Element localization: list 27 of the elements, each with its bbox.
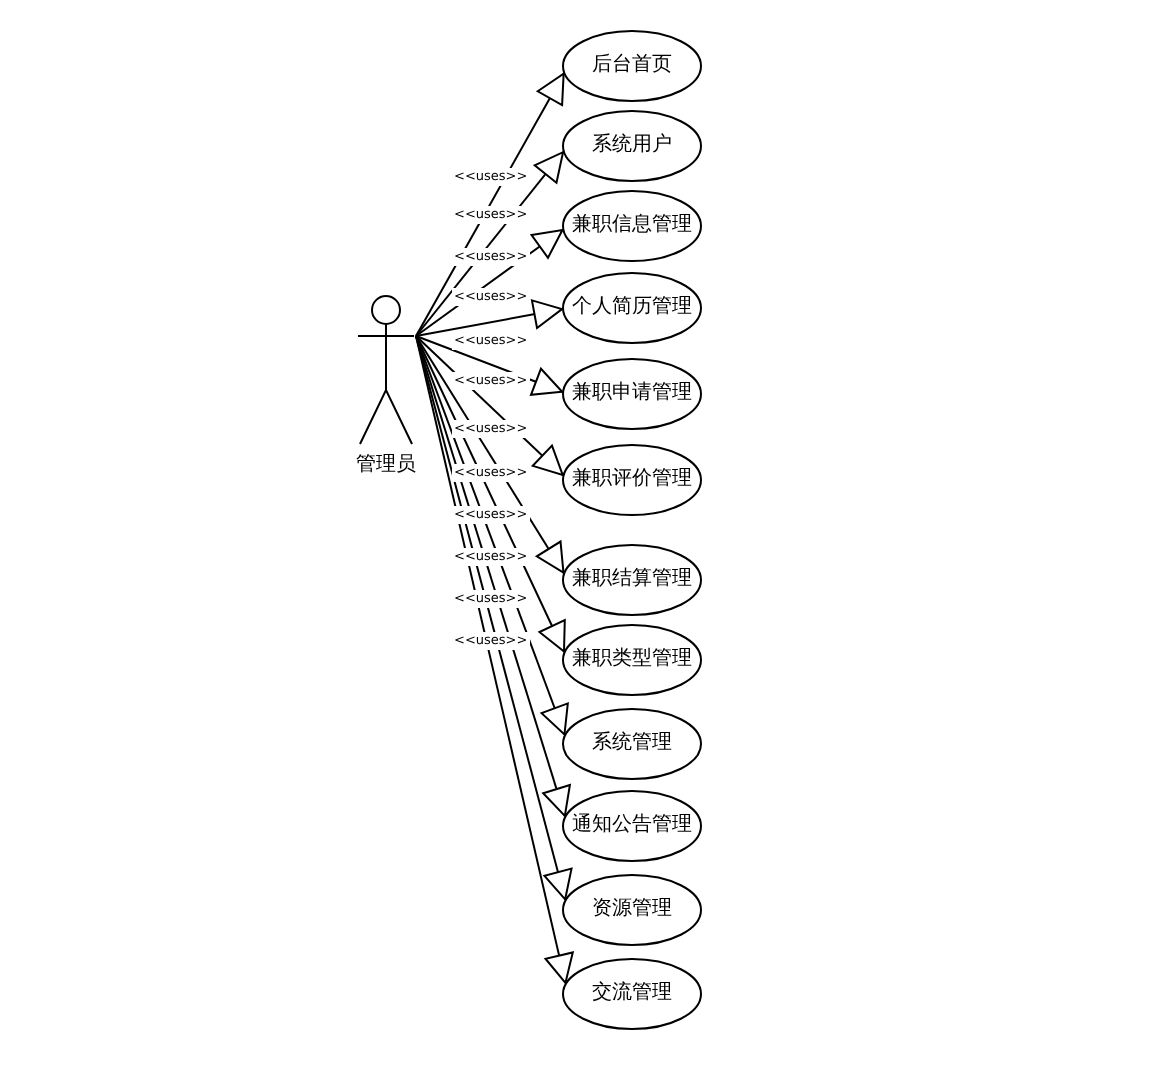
use-case-ellipse — [562, 272, 702, 344]
use-case-label: 个人简历管理 — [570, 296, 694, 320]
use-case-ellipse — [562, 874, 702, 946]
use-case-ellipse — [562, 624, 702, 696]
use-case-ellipse — [562, 358, 702, 430]
use-case-label: 兼职申请管理 — [570, 382, 694, 406]
actor-label: 管理员 — [356, 454, 416, 478]
use-case-ellipse — [562, 544, 702, 616]
use-case-label: 资源管理 — [590, 898, 674, 922]
use-case-label: 兼职结算管理 — [570, 568, 694, 592]
use-case-label: 兼职评价管理 — [570, 468, 694, 492]
use-case-ellipse — [562, 708, 702, 780]
use-case-label: 交流管理 — [590, 982, 674, 1006]
use-case-ellipse — [562, 444, 702, 516]
use-case-label: 兼职类型管理 — [570, 648, 694, 672]
use-case-ellipse — [562, 30, 702, 102]
use-case-ellipse — [562, 958, 702, 1030]
use-case-ellipse — [562, 190, 702, 262]
use-case-label: 系统管理 — [590, 732, 674, 756]
use-case-ellipse — [562, 110, 702, 182]
use-case-label: 系统用户 — [590, 134, 674, 158]
use-case-label: 通知公告管理 — [570, 814, 694, 838]
use-case-ellipse — [562, 790, 702, 862]
arrow — [415, 335, 564, 396]
use-case-label: 后台首页 — [590, 54, 674, 78]
arrow — [415, 299, 564, 337]
use-case-label: 兼职信息管理 — [570, 214, 694, 238]
